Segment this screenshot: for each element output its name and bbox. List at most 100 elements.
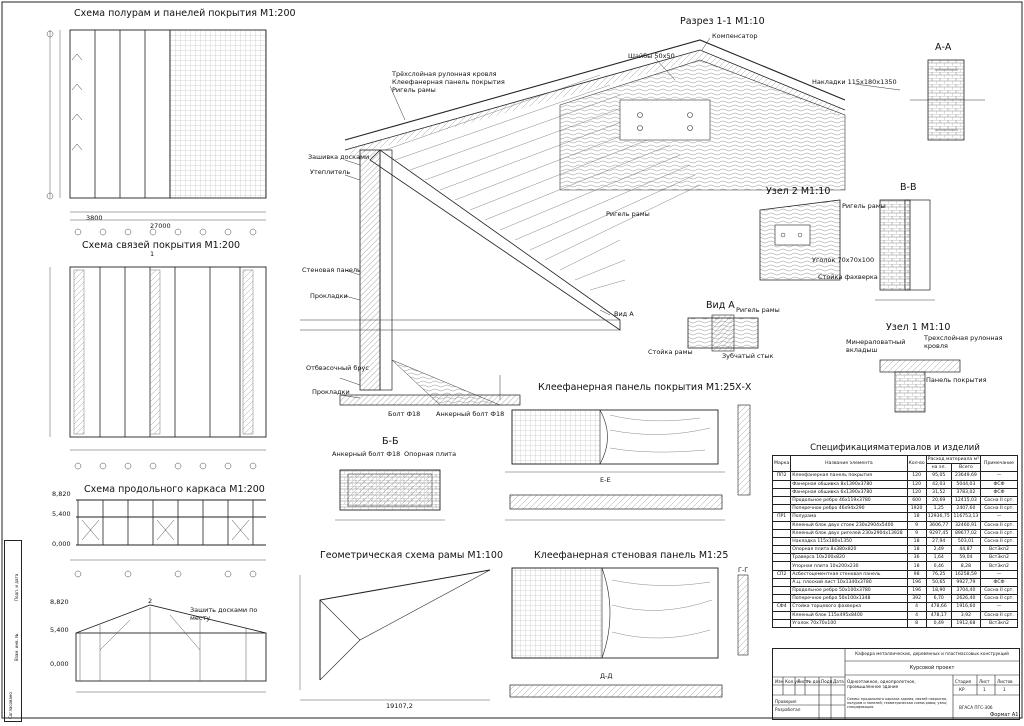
spec-cell-qty: 9 <box>906 520 927 530</box>
dim-19107: 19107,2 <box>386 702 413 710</box>
spec-cell-mark <box>771 610 792 620</box>
spec-cell-name: Асбестоцементная стеновая панель <box>790 569 908 579</box>
label-bolt: Болт Ф18 <box>388 410 421 418</box>
spec-cell-qty: 9 <box>906 528 927 538</box>
spec-cell-note: ФСФ <box>980 479 1018 489</box>
spec-header-total: Всего <box>950 463 982 473</box>
spec-cell-name: Фанерная обшивка 6х1390х3780 <box>790 487 908 497</box>
spec-cell-per: 31,52 <box>925 487 952 497</box>
spec-cell-total: 89677,02 <box>950 528 982 538</box>
stamp-stage-header: Стадия <box>955 679 972 684</box>
geometric-frame-scheme <box>299 569 491 701</box>
spec-cell-qty: 1920 <box>906 504 927 514</box>
label-gaskets-2: Прокладки <box>312 388 350 396</box>
spec-cell-mark: СП2 <box>771 569 792 579</box>
stamp-date: Дата <box>833 679 844 684</box>
spec-cell-qty: 120 <box>906 471 927 481</box>
spec-cell-mark: ПР1 <box>771 512 792 522</box>
stamp-kol: Кол.уч <box>785 679 800 684</box>
spec-cell-total: 1912,68 <box>950 618 982 628</box>
spec-cell-name: А.ц. плоский лист 10х1340х3780 <box>790 577 908 588</box>
spec-cell-mark <box>771 504 792 514</box>
roof-panels-plan <box>46 29 267 236</box>
spec-cell-name: Упорная плита 10х200х230 <box>790 561 908 571</box>
label-sheathing-note: Зашить досками по месту <box>190 606 258 622</box>
spec-cell-total: 3704,40 <box>950 585 982 596</box>
spec-cell-qty: 196 <box>906 585 927 596</box>
dim-27000: 27000 <box>150 222 171 230</box>
title-roof-panels-plan: Схема полурам и панелей покрытия М1:200 <box>74 8 296 19</box>
spec-cell-name: Стойка торцевого фахверка <box>790 602 908 612</box>
section-1-1 <box>300 39 846 406</box>
spec-cell-total: 2626,40 <box>950 594 982 604</box>
wall-panel-drawing <box>509 567 749 698</box>
spec-cell-per: 6,70 <box>925 594 952 604</box>
stamp-podp: Подп. <box>821 679 834 684</box>
spec-cell-total: 116753,13 <box>950 512 982 522</box>
title-section-x-x: Х-Х <box>735 382 752 393</box>
stamp-stage: КР <box>959 687 965 692</box>
spec-cell-total: 5044,03 <box>950 479 982 489</box>
label-roof-panel-node1: Панель покрытия <box>926 376 987 384</box>
label-anchor-bolt-bb: Анкерный болт Ф18 <box>332 450 401 458</box>
spec-cell-per: 18,90 <box>925 585 952 596</box>
stamp-sheets: 1 <box>1003 687 1006 692</box>
spec-cell-mark <box>771 594 792 604</box>
spec-cell-qty: 392 <box>906 594 927 604</box>
spec-cell-note: Вст3кп2 <box>980 561 1018 571</box>
spec-cell-mark <box>771 553 792 563</box>
spec-cell-note: Сосна II срт. <box>980 610 1018 620</box>
spec-header-per-unit: на эл. <box>925 463 952 473</box>
level-5400: 5,400 <box>52 510 71 518</box>
node-2 <box>759 199 841 281</box>
label-washers: Шайбы 50х50 <box>628 52 675 60</box>
gable-elevation <box>75 604 267 693</box>
spec-cell-mark <box>771 561 792 571</box>
spec-cell-qty: 600 <box>906 495 927 506</box>
label-gaskets: Прокладки <box>310 292 348 300</box>
label-base-plate: Опорная плита <box>404 450 457 458</box>
sheet-format: Формат А1 <box>990 712 1019 718</box>
title-section-d-d: Д-Д <box>600 672 613 680</box>
spec-cell-mark <box>771 536 792 547</box>
title-section-g-g: Г-Г <box>738 566 749 574</box>
stamp-sheet: 1 <box>983 687 986 692</box>
title-block: Кафедра металлических, деревянных и плас… <box>772 648 1020 720</box>
label-drain-bar: Отбвэсочный брус <box>306 364 369 372</box>
spec-cell-qty: 36 <box>906 553 927 563</box>
label-frame-beam-node2: Ригель рамы <box>842 202 886 210</box>
spec-header-note: Примечание <box>980 454 1018 473</box>
spec-cell-note: Вст3кп2 <box>980 618 1018 628</box>
spec-cell-note: Сосна II срт. <box>980 536 1018 547</box>
spec-cell-per: 1,64 <box>925 553 952 563</box>
spec-row: Клееный блок двух ригелей 230х2904х13928… <box>771 528 1018 538</box>
spec-cell-qty: 4 <box>906 610 927 620</box>
leader-lines <box>339 37 901 399</box>
level-0000-gable: 0,000 <box>50 660 69 668</box>
spec-cell-name: Полурама <box>790 512 908 522</box>
spec-cell-name: Клееный блок 115х495х8400 <box>790 610 908 620</box>
spec-cell-mark <box>771 479 792 489</box>
stamp-grid <box>773 649 1019 719</box>
title-node-1: Узел 1 М1:10 <box>886 322 951 333</box>
label-frame-beam: Ригель рамы <box>392 86 436 94</box>
label-roofing-node1: Трехслойная рулонная кровля <box>924 334 1003 350</box>
spec-cell-qty: 120 <box>906 487 927 497</box>
spec-cell-per: 95,05 <box>925 471 952 481</box>
spec-cell-total: 2407,60 <box>950 504 982 514</box>
label-boards-sheathing: Зашивка досками <box>308 153 370 161</box>
spec-cell-note: Сосна II срт. <box>980 528 1018 538</box>
title-section-1-1: Разрез 1-1 М1:10 <box>680 16 765 27</box>
spec-cell-per: 42,03 <box>925 479 952 489</box>
title-roof-panel: Клеефанерная панель покрытия М1:25 <box>538 382 736 393</box>
section-b-b <box>335 469 445 521</box>
spec-cell-mark: ПП2 <box>771 471 792 481</box>
spec-cell-mark <box>771 520 792 530</box>
spec-cell-per: 2,49 <box>925 545 952 555</box>
label-angle: Уголок 70х70х100 <box>812 256 875 264</box>
